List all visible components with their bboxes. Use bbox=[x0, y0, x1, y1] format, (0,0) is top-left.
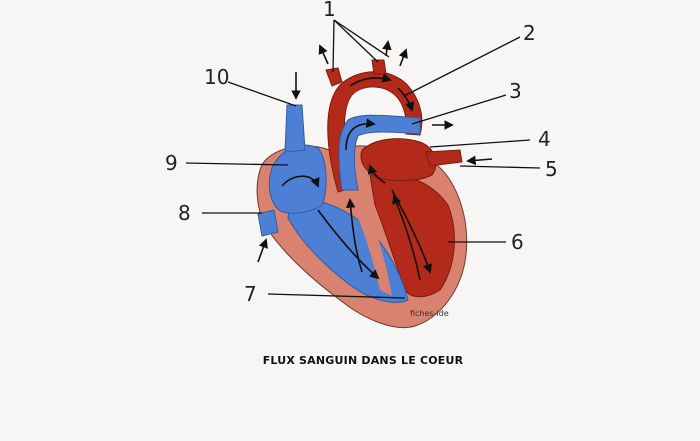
leader-1b bbox=[333, 19, 390, 58]
flow-arrow-pulm-artery bbox=[345, 118, 376, 151]
leader-1a bbox=[332, 19, 335, 73]
leader-lines bbox=[185, 19, 541, 299]
pulmonary-artery bbox=[338, 114, 421, 191]
flow-arrow-lv-up bbox=[392, 194, 421, 281]
flow-arrow-rv bbox=[317, 209, 380, 280]
flow-arrows bbox=[257, 40, 493, 281]
aortic-branch-2 bbox=[371, 59, 387, 75]
label-2: 2 bbox=[523, 21, 536, 45]
label-4: 4 bbox=[538, 127, 551, 151]
leader-9 bbox=[185, 162, 289, 166]
number-labels: 1 2 3 4 5 6 7 8 9 10 bbox=[165, 0, 558, 306]
flow-arrow-pulm-vein-in bbox=[466, 155, 493, 166]
label-5: 5 bbox=[545, 157, 558, 181]
label-7: 7 bbox=[244, 282, 257, 306]
leader-4 bbox=[429, 139, 531, 148]
flow-arrow-branch-2 bbox=[382, 40, 392, 57]
leader-5 bbox=[459, 165, 541, 169]
aorta bbox=[327, 71, 423, 193]
flow-arrow-la bbox=[367, 164, 386, 184]
label-8: 8 bbox=[178, 201, 191, 225]
label-9: 9 bbox=[165, 151, 178, 175]
left-atrium bbox=[360, 138, 437, 182]
label-10: 10 bbox=[204, 65, 229, 89]
inferior-vena-cava bbox=[257, 209, 279, 237]
flow-arrow-aorta-down bbox=[397, 87, 415, 112]
flow-arrow-rv-up bbox=[345, 198, 363, 273]
flow-arrow-ra bbox=[281, 175, 320, 188]
aortic-branch-1 bbox=[325, 67, 343, 87]
flow-arrow-branch-1 bbox=[318, 44, 329, 65]
leader-7 bbox=[267, 293, 406, 299]
heart-illustration bbox=[256, 59, 468, 329]
septum bbox=[350, 195, 392, 296]
leader-10 bbox=[227, 81, 297, 107]
flow-arrow-branch-3 bbox=[398, 48, 408, 67]
watermark: fiches-ide bbox=[410, 309, 449, 318]
left-ventricle bbox=[369, 173, 455, 298]
leader-3 bbox=[411, 94, 507, 125]
superior-vena-cava bbox=[284, 104, 306, 153]
diagram-caption: FLUX SANGUIN DANS LE COEUR bbox=[263, 354, 464, 367]
flow-arrow-aorta-arch bbox=[349, 73, 392, 87]
leader-2 bbox=[403, 36, 521, 97]
leader-1c bbox=[333, 19, 379, 63]
label-6: 6 bbox=[511, 230, 524, 254]
flow-arrow-ivc-in bbox=[257, 238, 268, 263]
label-3: 3 bbox=[509, 79, 522, 103]
label-1: 1 bbox=[323, 0, 336, 21]
pulmonary-veins bbox=[425, 149, 463, 167]
